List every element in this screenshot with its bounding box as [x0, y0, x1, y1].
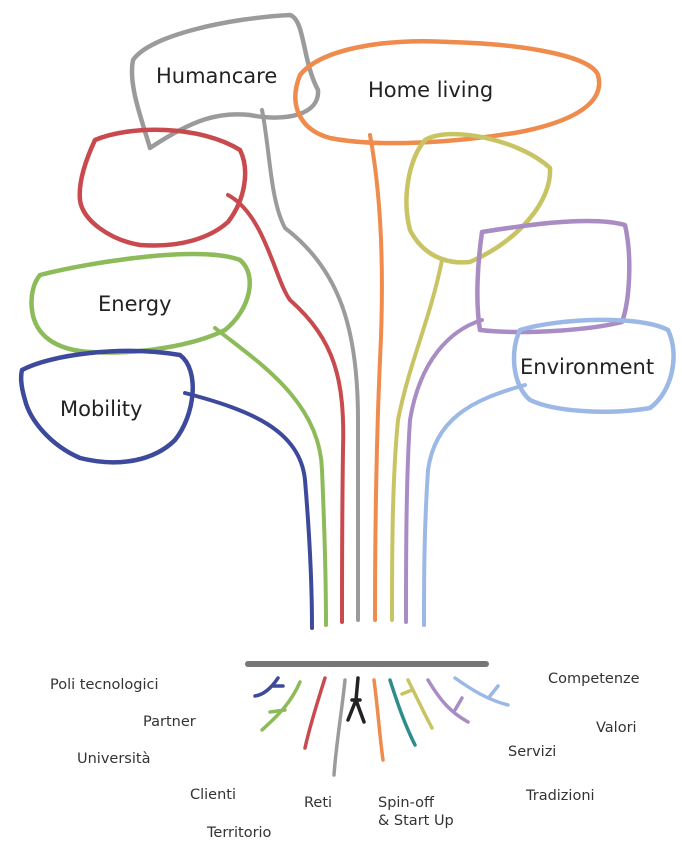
label-mobility: Mobility — [60, 397, 143, 421]
humancare-blob — [129, 12, 321, 151]
purple-trunk — [404, 318, 484, 624]
environment-trunk — [422, 383, 527, 627]
label-valori: Valori — [596, 720, 637, 736]
mobility-trunk — [183, 391, 314, 630]
label-clienti: Clienti — [190, 787, 237, 803]
root-orange — [372, 678, 385, 762]
label-environment: Environment — [520, 355, 655, 379]
red-blob — [77, 127, 248, 248]
red-trunk — [226, 193, 346, 624]
label-home-living: Home living — [368, 78, 494, 102]
label-universita: Università — [77, 751, 151, 767]
label-territorio: Territorio — [207, 825, 272, 841]
home-living-blob — [293, 39, 602, 146]
root-blue — [453, 676, 510, 707]
root-purple — [426, 678, 470, 724]
root-mobility — [253, 676, 285, 698]
energy-trunk — [213, 326, 328, 627]
label-humancare: Humancare — [156, 64, 278, 88]
purple-blob — [475, 218, 632, 335]
root-black — [346, 676, 366, 724]
olive-blob — [404, 131, 553, 265]
root-red — [303, 676, 327, 750]
label-competenze: Competenze — [548, 671, 640, 687]
root-teal — [388, 678, 417, 747]
home-living-trunk — [368, 133, 384, 622]
root-olive — [400, 678, 434, 730]
label-spin-off: Spin-off & Start Up — [378, 795, 454, 829]
root-energy — [260, 680, 302, 732]
label-reti: Reti — [304, 795, 333, 811]
label-tradizioni: Tradizioni — [526, 788, 595, 804]
mobility-blob — [18, 348, 195, 465]
label-energy: Energy — [98, 292, 172, 316]
root-gray — [332, 678, 347, 777]
energy-blob — [29, 251, 252, 355]
humancare-trunk — [260, 108, 361, 622]
label-partner: Partner — [143, 714, 196, 730]
environment-blob — [511, 317, 676, 414]
label-servizi: Servizi — [508, 744, 557, 760]
label-poli-tecnologici: Poli tecnologici — [50, 677, 159, 693]
olive-trunk — [390, 258, 444, 622]
